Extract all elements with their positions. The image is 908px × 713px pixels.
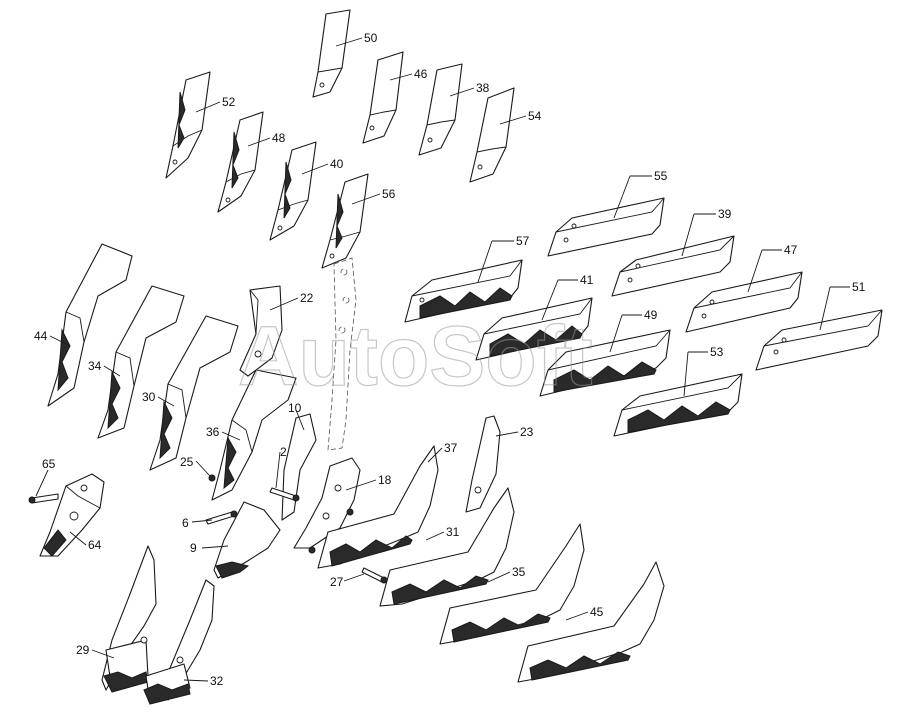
wedge-10 — [281, 413, 317, 521]
callout-49: 49 — [644, 308, 658, 322]
callout-48: 48 — [272, 131, 286, 145]
blade-50 — [312, 9, 351, 98]
callout-25: 25 — [180, 455, 194, 469]
callout-51: 51 — [852, 280, 866, 294]
leader-lines — [35, 37, 850, 682]
callout-44: 44 — [34, 329, 48, 343]
blade-49 — [539, 329, 671, 397]
callout-52: 52 — [222, 95, 236, 109]
callout-36: 36 — [206, 425, 220, 439]
callout-2: 2 — [280, 445, 287, 459]
blade-47 — [685, 271, 803, 333]
callout-30: 30 — [142, 390, 156, 404]
blade-53 — [613, 373, 743, 437]
blade-57 — [404, 259, 523, 323]
shank-36 — [211, 369, 297, 501]
blade-38 — [418, 63, 463, 156]
sweep-35 — [439, 523, 585, 645]
blade-55 — [547, 197, 665, 257]
blade-41 — [475, 297, 593, 361]
callout-22: 22 — [300, 291, 314, 305]
callout-41: 41 — [580, 273, 594, 287]
callout-34: 34 — [88, 359, 102, 373]
bolt-27 — [361, 567, 388, 584]
blade-40 — [269, 141, 317, 241]
point-29 — [101, 545, 157, 693]
callout-45: 45 — [590, 605, 604, 619]
callout-55: 55 — [654, 169, 668, 183]
point-32 — [143, 579, 215, 705]
sweep-45 — [517, 561, 665, 683]
blade-56 — [321, 173, 369, 269]
callout-31: 31 — [446, 525, 460, 539]
callout-9: 9 — [190, 541, 197, 555]
blade-52 — [165, 71, 211, 179]
blade-48 — [217, 111, 264, 213]
callout-32: 32 — [210, 674, 224, 688]
holder-64 — [39, 473, 105, 557]
blade-46 — [362, 51, 404, 144]
plate-9 — [213, 501, 281, 579]
tine-34 — [97, 285, 185, 439]
callout-23: 23 — [520, 425, 534, 439]
callout-39: 39 — [718, 207, 732, 221]
callout-64: 64 — [88, 538, 102, 552]
callout-57: 57 — [516, 234, 530, 248]
callout-40: 40 — [330, 157, 344, 171]
bolt-65 — [28, 493, 59, 504]
sweep-31 — [379, 487, 515, 607]
blade-54 — [469, 87, 515, 183]
watermark-text: AutoSoft — [238, 309, 593, 403]
callout-56: 56 — [382, 187, 396, 201]
callout-labels: 50 46 38 54 52 48 40 56 55 39 57 41 47 5… — [34, 31, 866, 688]
tine-30 — [149, 315, 239, 471]
blade-39 — [611, 235, 735, 297]
callout-47: 47 — [784, 243, 798, 257]
callout-65: 65 — [42, 457, 56, 471]
bolt-6 — [205, 510, 238, 525]
bracket-18 — [293, 457, 361, 554]
nut-25 — [208, 474, 216, 482]
sweep-37 — [317, 445, 439, 569]
bracket-22 — [239, 285, 283, 377]
callout-27: 27 — [330, 575, 344, 589]
callout-54: 54 — [528, 109, 542, 123]
callout-46: 46 — [414, 67, 428, 81]
callout-29: 29 — [76, 643, 90, 657]
callout-18: 18 — [378, 473, 392, 487]
callout-37: 37 — [444, 441, 458, 455]
callout-6: 6 — [182, 516, 189, 530]
blade-51 — [755, 309, 883, 371]
callout-50: 50 — [364, 31, 378, 45]
bolt-2 — [269, 487, 300, 502]
callout-53: 53 — [710, 345, 724, 359]
callout-38: 38 — [476, 81, 490, 95]
callout-35: 35 — [512, 565, 526, 579]
mounting-plate-outline — [327, 257, 357, 451]
blade-23 — [465, 415, 501, 513]
callout-10: 10 — [288, 401, 302, 415]
